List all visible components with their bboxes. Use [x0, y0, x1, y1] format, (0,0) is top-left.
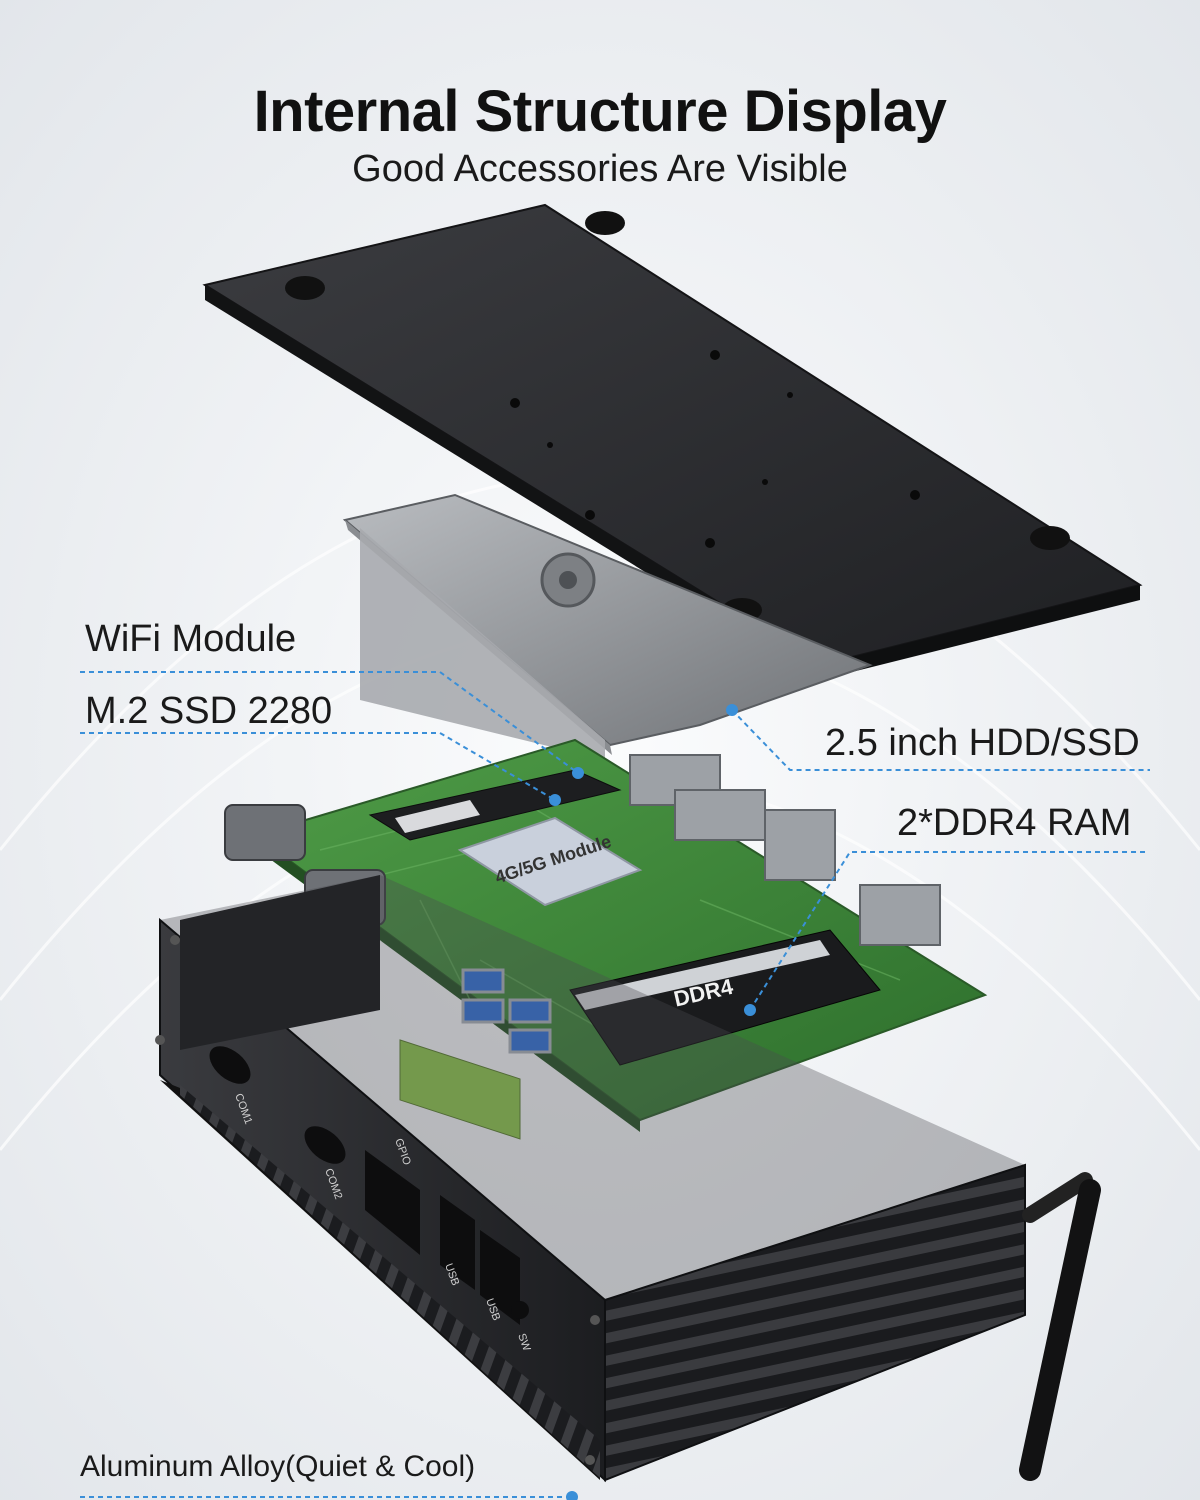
case-port-cutouts [209, 1046, 529, 1325]
wifi-module-label: WiFi Module [85, 618, 297, 660]
hdd-tray [342, 493, 873, 760]
case-screws [155, 935, 600, 1465]
case-sw-label: SW [515, 1332, 533, 1353]
page-title: Internal Structure Display [253, 79, 947, 144]
motherboard: 4G/5G Module DDR4 [224, 738, 988, 1140]
wifi-antenna [1019, 1172, 1101, 1481]
screw-holes [510, 350, 920, 548]
ddr4-ram-label: 2*DDR4 RAM [897, 802, 1132, 844]
page-subtitle: Good Accessories Are Visible [352, 148, 848, 190]
usb-ports [461, 968, 552, 1054]
callout-dots [549, 704, 756, 1500]
callout-lines [80, 671, 1150, 1498]
aluminum-case: COM1 COM2 GPIO USB USB SW [155, 875, 1026, 1483]
m2-ssd-label: M.2 SSD 2280 [85, 690, 333, 732]
lte-module: 4G/5G Module [457, 816, 643, 907]
m2-ssd [368, 769, 622, 841]
aluminum-alloy-label: Aluminum Alloy(Quiet & Cool) [80, 1450, 476, 1483]
rear-io-ports [629, 754, 941, 946]
gpio-terminal-block [399, 1039, 521, 1140]
ddr4-ram: DDR4 [569, 929, 881, 1066]
hdd-ssd-label: 2.5 inch HDD/SSD [825, 722, 1140, 764]
